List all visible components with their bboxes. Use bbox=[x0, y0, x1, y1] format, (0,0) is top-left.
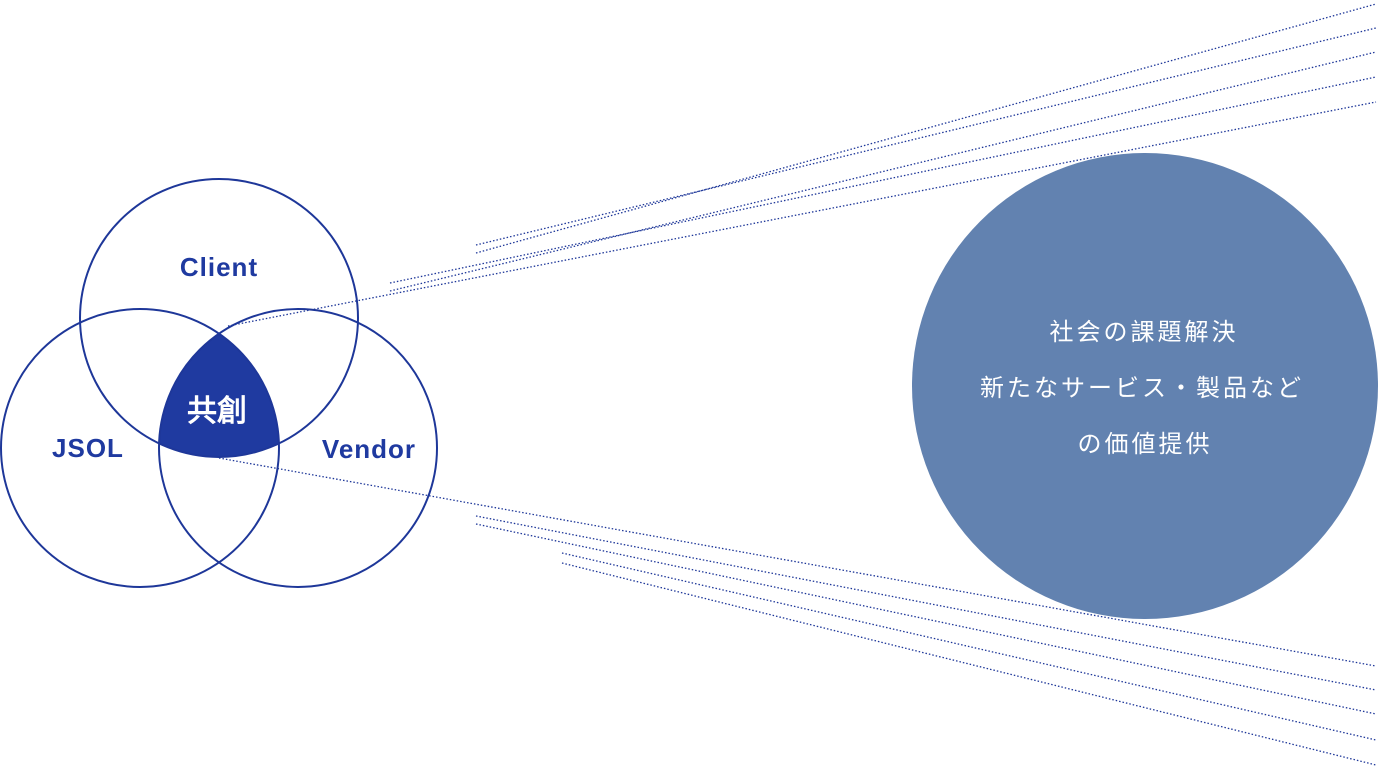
projection-line bbox=[475, 515, 1377, 691]
projection-line bbox=[389, 51, 1377, 292]
projection-line bbox=[475, 523, 1377, 715]
vendor-circle bbox=[158, 308, 438, 588]
value-line-value-provision: の価値提供 bbox=[1078, 430, 1213, 458]
value-line-new-services: 新たなサービス・製品など bbox=[980, 374, 1304, 402]
client-label: Client bbox=[180, 252, 258, 282]
projection-line bbox=[561, 562, 1377, 766]
client-circle bbox=[79, 178, 359, 458]
projection-line bbox=[475, 3, 1377, 254]
projection-lines bbox=[218, 3, 1377, 766]
jsol-circle bbox=[0, 308, 280, 588]
jsol-label: JSOL bbox=[52, 433, 124, 463]
co-creation-label: 共創 bbox=[187, 394, 247, 429]
co-creation-intersection bbox=[159, 309, 279, 457]
projection-line bbox=[475, 27, 1377, 246]
vendor-label: Vendor bbox=[322, 434, 416, 464]
projection-line bbox=[561, 552, 1377, 741]
projection-line bbox=[227, 101, 1377, 327]
value-line-social-issues: 社会の課題解決 bbox=[1050, 318, 1239, 346]
value-circle bbox=[912, 153, 1378, 619]
